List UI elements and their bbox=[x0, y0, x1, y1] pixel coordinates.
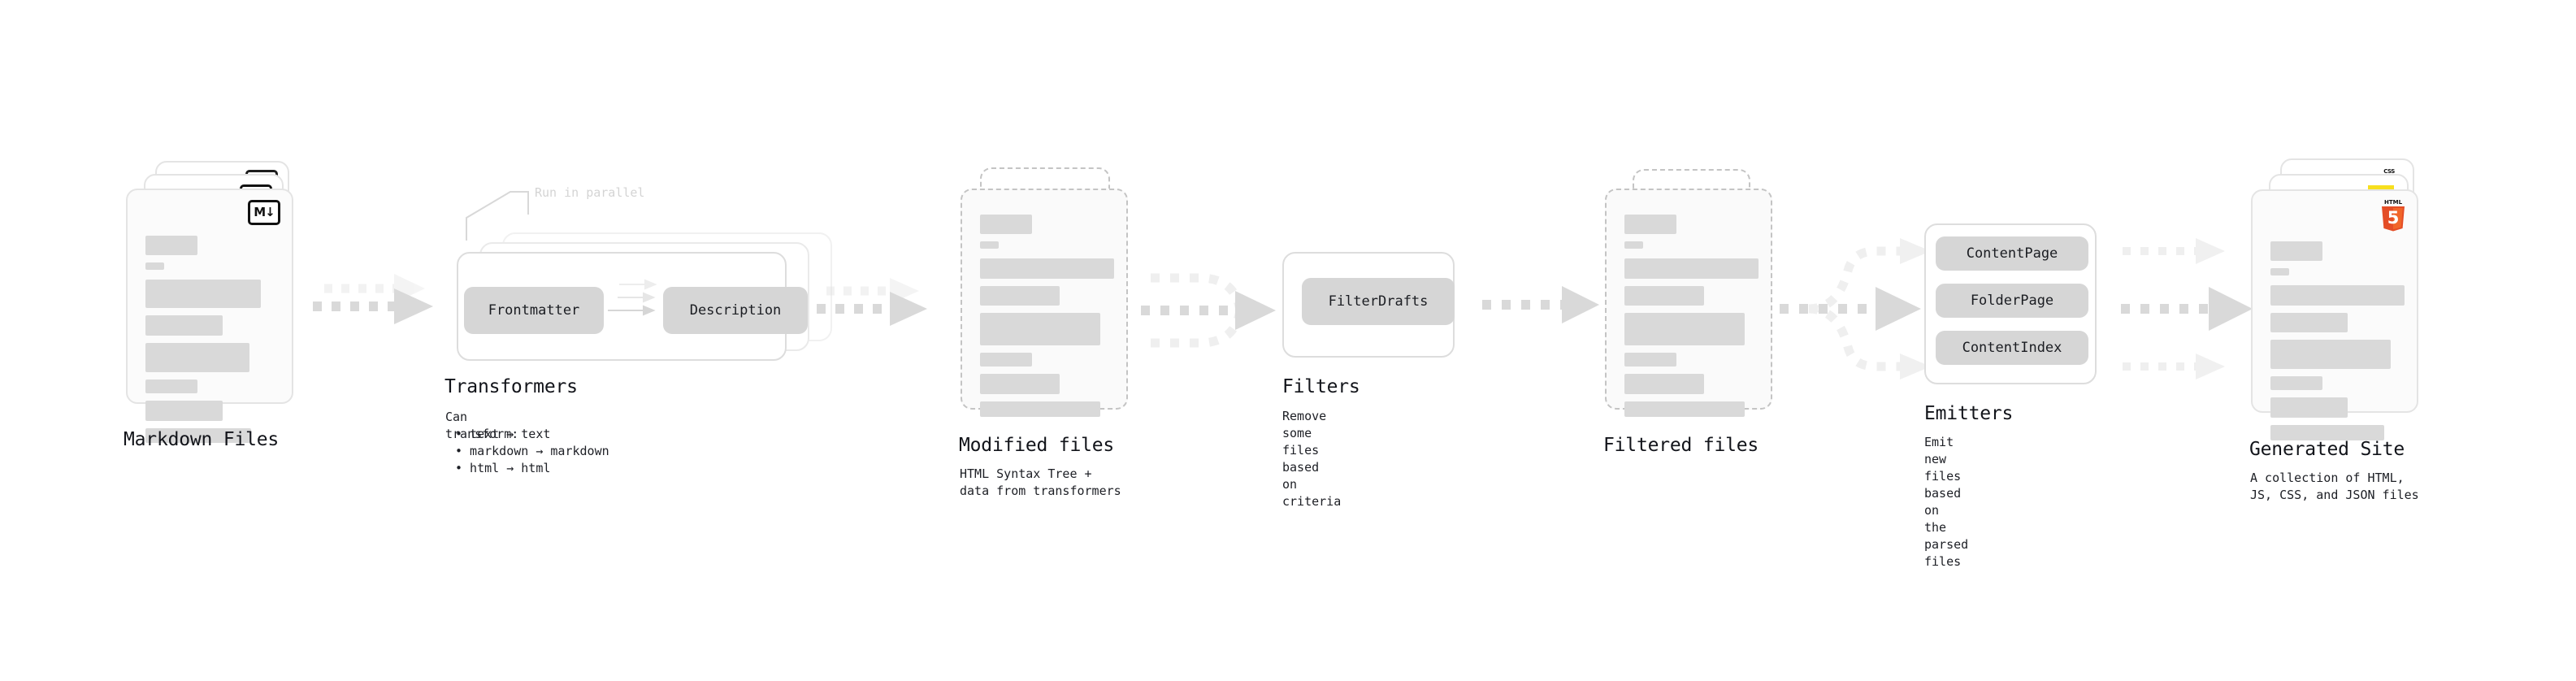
content-bar bbox=[145, 380, 197, 393]
content-bar bbox=[2270, 313, 2348, 332]
svg-text:5: 5 bbox=[2387, 208, 2400, 228]
filters-desc: Remove some files based on criteria bbox=[1282, 409, 1342, 509]
content-bar bbox=[145, 280, 261, 308]
content-bar bbox=[2270, 340, 2391, 369]
run-in-parallel-bracket bbox=[466, 191, 529, 241]
content-bar bbox=[1624, 374, 1704, 394]
transformers-desc-intro: Can transform: bbox=[445, 410, 519, 441]
filtered-card-content bbox=[1624, 215, 1759, 424]
content-bar bbox=[980, 241, 999, 249]
generated-site-group: CSS HTML 5 bbox=[2249, 158, 2426, 502]
site-card-front: HTML 5 bbox=[2251, 189, 2418, 440]
arrow-transformers-to-modified bbox=[817, 278, 927, 326]
generated-site-desc: A collection of HTML, JS, CSS, and JSON … bbox=[2250, 471, 2419, 502]
content-bar bbox=[1624, 241, 1643, 249]
stage-title-transformers: Transformers bbox=[445, 376, 578, 397]
markdown-icon: M↓ bbox=[248, 200, 280, 225]
arrow-filtered-to-emitters bbox=[1780, 238, 1931, 380]
stage-title-filtered-files: Filtered files bbox=[1603, 435, 1759, 456]
content-bar bbox=[145, 262, 164, 270]
content-bar bbox=[2270, 376, 2322, 390]
content-bar bbox=[980, 215, 1032, 234]
content-bar bbox=[145, 428, 251, 443]
content-bar bbox=[1624, 286, 1704, 306]
site-card-stack: CSS HTML 5 bbox=[2251, 158, 2426, 440]
stage-title-modified-files: Modified files bbox=[959, 435, 1115, 456]
emitter-chip-folderpage[interactable]: FolderPage bbox=[1936, 284, 2088, 318]
html5-icon: HTML 5 bbox=[2379, 196, 2407, 232]
stage-title-generated-site: Generated Site bbox=[2249, 439, 2405, 460]
modified-files-group: Modified files HTML Syntax Tree + data f… bbox=[959, 161, 1135, 498]
transform-bullet: • text → text bbox=[455, 427, 551, 441]
arrow-filters-to-filtered bbox=[1482, 286, 1599, 323]
markdown-files-group: M↓ M↓ M↓ Markdown Files bbox=[124, 161, 301, 450]
transform-bullet: • html → html bbox=[455, 461, 551, 475]
stage-title-markdown-files: Markdown Files bbox=[124, 429, 280, 450]
markdown-card-content bbox=[145, 236, 277, 450]
site-card-content bbox=[2270, 241, 2405, 448]
content-bar bbox=[980, 313, 1100, 345]
filtered-card-stack bbox=[1605, 161, 1780, 421]
arrow-markdown-to-transformers bbox=[313, 274, 433, 324]
filtered-card-front bbox=[1605, 189, 1772, 417]
transformer-chip-frontmatter[interactable]: Frontmatter bbox=[464, 287, 604, 334]
filtered-files-group: Filtered files bbox=[1603, 161, 1780, 456]
content-bar bbox=[980, 401, 1100, 417]
transformer-inner-arrows bbox=[608, 279, 657, 316]
content-bar bbox=[1624, 313, 1745, 345]
content-bar bbox=[1624, 258, 1759, 279]
content-bar bbox=[2270, 397, 2348, 418]
emitters-box: ContentPage FolderPage ContentIndex bbox=[1924, 223, 2097, 384]
content-bar bbox=[145, 401, 223, 421]
emitter-chip-contentpage[interactable]: ContentPage bbox=[1936, 236, 2088, 271]
content-bar bbox=[1624, 401, 1745, 417]
modified-files-desc: HTML Syntax Tree + data from transformer… bbox=[960, 466, 1121, 498]
markdown-card-stack: M↓ M↓ M↓ bbox=[126, 161, 301, 443]
content-bar bbox=[2270, 241, 2322, 261]
stage-title-filters: Filters bbox=[1282, 376, 1360, 397]
content-bar bbox=[145, 236, 197, 255]
modified-card-content bbox=[980, 215, 1114, 424]
svg-text:HTML: HTML bbox=[2384, 199, 2403, 206]
content-bar bbox=[980, 258, 1114, 279]
filter-chip-filterdrafts[interactable]: FilterDrafts bbox=[1302, 278, 1455, 325]
content-bar bbox=[980, 374, 1060, 394]
content-bar bbox=[2270, 425, 2384, 440]
run-in-parallel-note: Run in parallel bbox=[535, 185, 645, 200]
content-bar bbox=[1624, 215, 1676, 234]
transformers-bullets: • text → text • markdown → markdown • ht… bbox=[455, 426, 609, 477]
arrow-emitters-to-site bbox=[2121, 238, 2253, 380]
content-bar bbox=[145, 343, 249, 372]
emitters-desc: Emit new files based on the parsed files bbox=[1924, 435, 1969, 569]
emitter-chip-contentindex[interactable]: ContentIndex bbox=[1936, 331, 2088, 365]
stage-title-emitters: Emitters bbox=[1924, 403, 2014, 424]
content-bar bbox=[980, 286, 1060, 306]
modified-card-front bbox=[961, 189, 1128, 417]
content-bar bbox=[2270, 285, 2405, 306]
content-bar bbox=[145, 315, 223, 336]
markdown-card-front: M↓ bbox=[126, 189, 293, 443]
arrow-modified-to-filters bbox=[1141, 273, 1276, 348]
modified-card-stack bbox=[961, 161, 1135, 421]
content-bar bbox=[1624, 353, 1676, 367]
transform-bullet: • markdown → markdown bbox=[455, 444, 609, 458]
filters-box: FilterDrafts bbox=[1282, 252, 1455, 358]
content-bar bbox=[2270, 268, 2289, 275]
content-bar bbox=[980, 353, 1032, 367]
transformer-chip-description[interactable]: Description bbox=[663, 287, 808, 334]
